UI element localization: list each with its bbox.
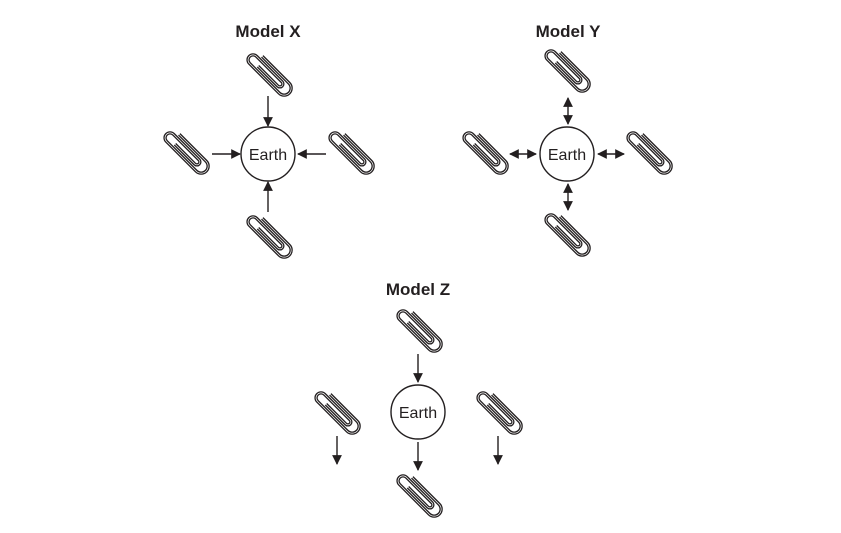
model-z: Model Z Earth [311,280,527,522]
model-y-right-paper-clip-icon [623,125,677,179]
model-x-top-paper-clip-icon [243,47,297,101]
model-x-right-paper-clip-icon [325,125,379,179]
model-x-title: Model X [235,22,301,41]
model-y-earth-circle [539,126,595,182]
model-x-earth-circle [240,126,296,182]
model-z-right-paper-clip-icon [473,385,527,439]
model-x-bottom-paper-clip-icon [243,209,297,263]
model-x-earth-label: Earth [249,147,287,164]
model-y-left-paper-clip-icon [459,125,513,179]
model-y: Model Y Earth [459,22,677,261]
model-y-bottom-paper-clip-icon [541,207,595,261]
model-y-top-paper-clip-icon [541,43,595,97]
model-z-earth-label: Earth [399,405,437,422]
model-y-title: Model Y [536,22,602,41]
model-z-top-paper-clip-icon [393,303,447,357]
model-x: Model X Earth [160,22,379,263]
model-z-title: Model Z [386,280,450,299]
model-z-left-paper-clip-icon [311,385,365,439]
model-z-bottom-paper-clip-icon [393,468,447,522]
model-z-earth-circle [390,384,446,440]
model-y-earth-label: Earth [548,147,586,164]
model-x-left-paper-clip-icon [160,125,214,179]
